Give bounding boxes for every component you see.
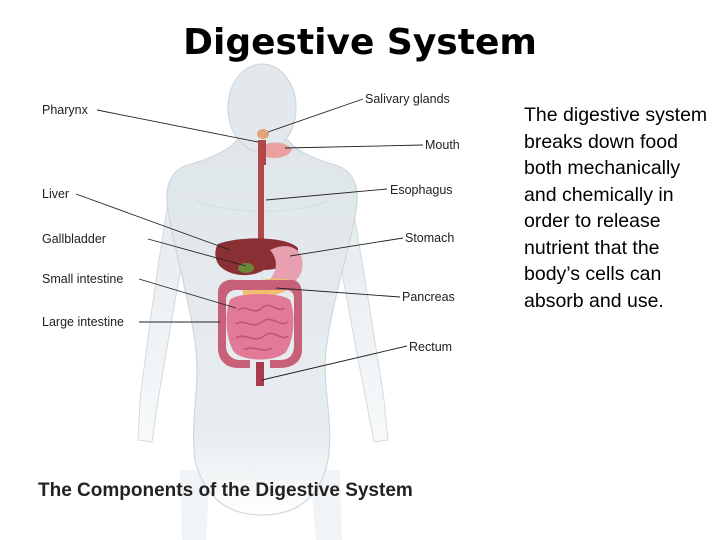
mouth-shape [263, 142, 292, 158]
salivary-gland-shape [257, 129, 269, 139]
label-pharynx: Pharynx [42, 103, 89, 117]
description-text: The digestive system breaks down food bo… [524, 104, 708, 312]
rectum-shape [256, 362, 264, 386]
label-esophagus: Esophagus [390, 183, 453, 197]
label-small-intestine: Small intestine [42, 272, 123, 286]
slide-title: Digestive System [183, 22, 537, 63]
label-stomach: Stomach [405, 231, 454, 245]
label-rectum: Rectum [409, 340, 452, 354]
label-liver: Liver [42, 187, 69, 201]
leader-lines [75, 98, 424, 381]
label-salivary-glands: Salivary glands [365, 92, 450, 106]
figure-caption: The Components of the Digestive System [38, 480, 413, 501]
large-intestine-shape [218, 279, 302, 368]
esophagus-shape [258, 160, 264, 248]
label-large-intestine: Large intestine [42, 315, 124, 329]
pharynx-shape [258, 140, 266, 165]
label-pancreas: Pancreas [402, 290, 455, 304]
label-mouth: Mouth [425, 138, 460, 152]
small-intestine-shape [226, 294, 294, 360]
gallbladder-shape [238, 263, 254, 273]
label-gallbladder: Gallbladder [42, 232, 106, 246]
